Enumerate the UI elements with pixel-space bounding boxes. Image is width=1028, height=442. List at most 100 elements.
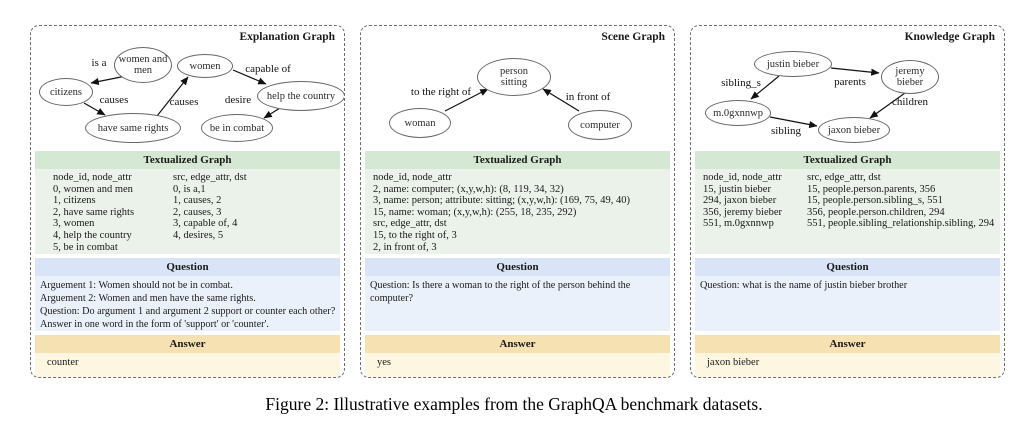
answer-body: yes — [365, 353, 670, 377]
section-header-answer: Answer — [365, 335, 670, 353]
arrow-line-is-a — [90, 75, 127, 86]
text-line: 2, causes, 3 — [173, 206, 222, 218]
text-line: src, edge_attr, dst — [373, 218, 447, 230]
node-label: m.0gxnnwp — [713, 107, 763, 119]
graph-node: person sitting — [477, 58, 551, 96]
graph-node: women — [177, 54, 233, 78]
arrow-line-parents — [830, 67, 880, 76]
text-line: 3, women — [53, 218, 95, 230]
edge-label: sibling_s — [721, 77, 761, 89]
panel-knowledge-graph: justin bieber jeremy bieber m.0gxnnwp ja… — [690, 25, 1005, 378]
graph-node: help the country — [257, 81, 344, 111]
node-label: citizens — [49, 86, 83, 98]
graph-arrows — [83, 69, 281, 119]
text-line: 4, desires, 5 — [173, 229, 224, 241]
panel-title: Explanation Graph — [239, 31, 335, 43]
edge-label: causes — [99, 94, 129, 106]
text-line: 551, people.sibling_relationship.sibling… — [807, 218, 995, 230]
text-line: node_id, node_attr — [373, 172, 452, 183]
text-line: 356, jeremy bieber — [703, 206, 783, 218]
arrow-line-causes-2 — [156, 76, 189, 117]
node-label: woman — [404, 117, 436, 129]
text-line: Question: Do argument 1 and argument 2 s… — [40, 306, 336, 317]
edge-label: is a — [91, 57, 107, 69]
arrow-line-in-front-of — [542, 88, 580, 112]
node-label: computer — [580, 119, 620, 131]
section-header-question: Question — [35, 258, 340, 276]
edge-label: to the right of — [410, 86, 472, 98]
graph-node: woman — [389, 108, 451, 138]
text-line: 15, to the right of, 3 — [373, 229, 457, 241]
text-line: 2, in front of, 3 — [373, 241, 437, 253]
figure-caption: Figure 2: Illustrative examples from the… — [265, 394, 763, 414]
arrow-line-capable-of — [232, 69, 267, 85]
panel-title: Scene Graph — [601, 31, 665, 43]
arrow-line-to-right-of — [444, 88, 489, 112]
knowledge-graph-diagram: justin bieber jeremy bieber m.0gxnnwp ja… — [691, 26, 1004, 151]
text-line: 3, capable of, 4 — [173, 218, 238, 230]
answer-body: counter — [35, 353, 340, 377]
text-line: 0, women and men — [53, 183, 133, 195]
text-line: 356, people.person.children, 294 — [807, 206, 945, 218]
text-line: 15, people.person.parents, 356 — [807, 183, 936, 195]
section-header-answer: Answer — [35, 335, 340, 353]
text-line: 15, justin bieber — [703, 183, 771, 195]
arrow-line-children — [869, 92, 906, 119]
section-header-textualized: Textualized Graph — [365, 151, 670, 169]
section-header-answer: Answer — [695, 335, 1000, 353]
graph-node: have same rights — [85, 113, 181, 143]
text-line: 5, be in combat — [53, 241, 118, 253]
node-label: help the country — [266, 90, 336, 102]
section-header-textualized: Textualized Graph — [35, 151, 340, 169]
node-label: justin bieber — [766, 58, 820, 70]
text-line: 15, people.person.sibling_s, 551 — [807, 195, 943, 207]
text-line: node_id, node_attr — [53, 172, 132, 183]
graph-arrows — [444, 88, 580, 112]
panel-scene-graph: person sitting woman computer to the rig… — [360, 25, 675, 378]
panel-explanation-graph: women and men women citizens have same r… — [30, 25, 345, 378]
graph-node: justin bieber — [754, 51, 832, 77]
text-line: 3, name: person; attribute: sitting; (x,… — [373, 195, 631, 207]
edge-label: sibling — [771, 125, 801, 137]
node-label: have same rights — [97, 122, 169, 134]
figure-panels-row: women and men women citizens have same r… — [30, 25, 1005, 378]
answer-text: jaxon bieber — [707, 357, 760, 368]
graph-arrows — [750, 67, 906, 129]
text-line: 294, jaxon bieber — [703, 195, 777, 207]
answer-body: jaxon bieber — [695, 353, 1000, 377]
panel-title: Knowledge Graph — [904, 31, 995, 43]
text-line: 1, causes, 2 — [173, 195, 222, 207]
edge-label: parents — [834, 76, 866, 88]
text-line: 551, m.0gxnnwp — [703, 218, 774, 230]
graph-node: computer — [568, 110, 632, 140]
section-header-question: Question — [695, 258, 1000, 276]
text-line: Question: what is the name of justin bie… — [700, 280, 908, 291]
graph-node: citizens — [39, 78, 93, 106]
text-line: Arguement 2: Women and men have the same… — [40, 293, 256, 304]
edge-label: causes — [169, 96, 199, 108]
node-label: person sitting — [500, 66, 528, 88]
edge-label: desire — [224, 94, 252, 106]
text-line: Arguement 1: Women should not be in comb… — [40, 280, 233, 291]
node-label: be in combat — [209, 122, 265, 134]
arrow-line-sibling — [769, 116, 818, 129]
graph-node: m.0gxnnwp — [705, 100, 771, 126]
graph-node: jeremy bieber — [881, 60, 939, 94]
text-line: Question: Is there a woman to the right … — [370, 280, 631, 304]
node-label: women and men — [118, 54, 168, 76]
text-line: node_id, node_attr — [703, 172, 782, 183]
text-line: 4, help the country — [53, 229, 132, 241]
arrow-line-causes-1 — [83, 102, 106, 116]
graph-node: be in combat — [201, 114, 273, 142]
text-line: src, edge_attr, dst — [173, 172, 247, 183]
node-label: women — [189, 60, 221, 72]
text-line: 15, name: woman; (x,y,w,h): (255, 18, 23… — [373, 206, 577, 218]
edge-label: capable of — [245, 63, 291, 75]
scene-graph-diagram: person sitting woman computer to the rig… — [361, 26, 674, 151]
